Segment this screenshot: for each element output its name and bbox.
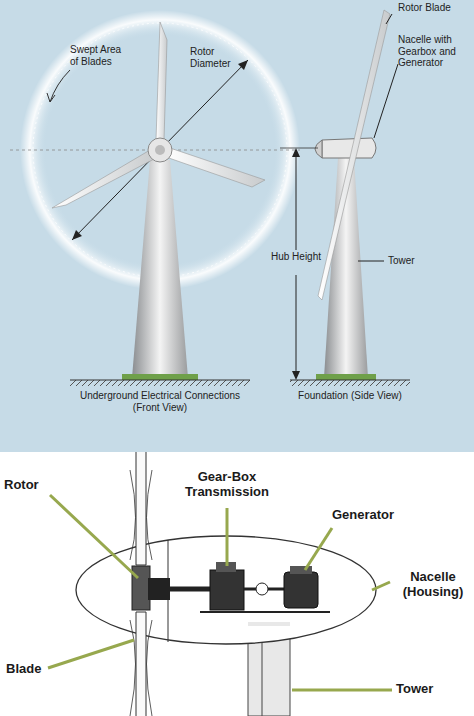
generator-label: Generator: [318, 508, 408, 523]
tower-label: Tower: [396, 682, 456, 697]
tower-label: Tower: [388, 255, 438, 267]
nacelle-label: Nacelle with Gearbox and Generator: [398, 34, 472, 69]
rotor-blade-label: Rotor Blade: [398, 2, 458, 14]
gearbox-label: Gear-Box Transmission: [168, 470, 286, 500]
nacelle-housing-label: Nacelle (Housing): [394, 570, 472, 600]
rotor-diameter-label: Rotor Diameter: [190, 46, 240, 69]
hub-height-label: Hub Height: [270, 251, 322, 263]
side-view-caption: Foundation (Side View): [290, 390, 410, 402]
swept-area-label: Swept Area of Blades: [70, 44, 132, 67]
blade-label: Blade: [6, 662, 56, 677]
rotor-label: Rotor: [4, 478, 64, 493]
front-view-caption: Underground Electrical Connections (Fron…: [72, 390, 248, 413]
